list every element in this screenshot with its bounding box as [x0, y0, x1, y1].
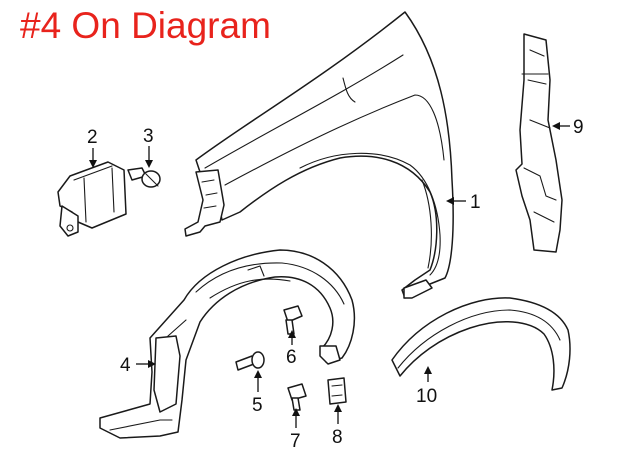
part-fender	[184, 11, 454, 299]
diagram-title: #4 On Diagram	[20, 5, 271, 46]
part-push-clip	[127, 167, 161, 188]
callout-4: 4	[120, 355, 131, 376]
leader-lines	[89, 122, 570, 428]
part-bracket-module	[57, 161, 127, 237]
callout-6: 6	[286, 347, 297, 368]
part-splash-shield	[515, 33, 563, 253]
part-clip-nut	[327, 377, 347, 405]
callout-3: 3	[143, 126, 154, 147]
callout-8: 8	[332, 427, 343, 448]
callout-2: 2	[87, 127, 98, 148]
callout-5: 5	[252, 395, 263, 416]
part-bolt-7	[287, 383, 307, 411]
callout-1: 1	[470, 192, 481, 213]
callout-10: 10	[416, 386, 437, 407]
part-inner-liner	[99, 249, 356, 439]
part-bolt-6	[283, 305, 303, 335]
callout-9: 9	[573, 117, 584, 138]
callout-7: 7	[290, 431, 301, 452]
part-arch-molding	[391, 297, 571, 391]
part-screw-5	[235, 351, 265, 371]
